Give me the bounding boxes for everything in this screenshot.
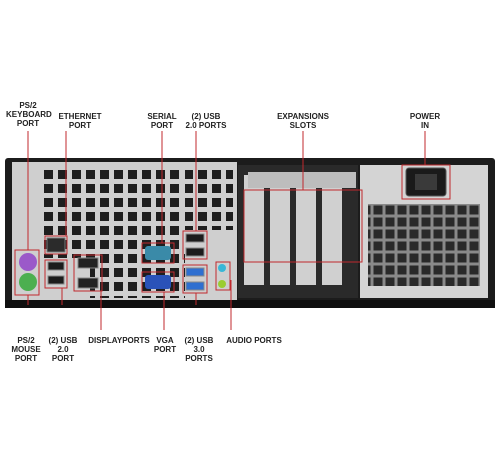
usb20-port-a[interactable]: [47, 261, 65, 271]
audio-port-line-out[interactable]: [218, 280, 226, 288]
callout-ps2-box: [14, 249, 40, 296]
label-ethernet-port: ETHERNET PORT: [58, 112, 102, 130]
ps2-mouse-port[interactable]: [19, 273, 37, 291]
callout-usb30-box: [182, 264, 208, 294]
label-vga-port: VGA PORT: [153, 336, 177, 354]
label-audio-ports: AUDIO PORTS: [226, 336, 282, 345]
label-usb20-bottom: (2) USB 2.0 PORT: [48, 336, 78, 363]
callout-audio-box: [215, 261, 231, 291]
usb20-port-b[interactable]: [47, 275, 65, 285]
serial-port[interactable]: [145, 246, 171, 260]
usb30-port-b[interactable]: [185, 281, 205, 291]
usb30-port-a[interactable]: [185, 267, 205, 277]
label-displayports: DISPLAYPORTS: [88, 336, 150, 345]
callout-usb20-bottom-box: [44, 259, 68, 289]
callout-displayports-box: [73, 254, 103, 292]
ps2-keyboard-port[interactable]: [19, 253, 37, 271]
label-usb30-ports: (2) USB 3.0 PORTS: [184, 336, 214, 363]
label-ps2-mouse-port: PS/2 MOUSE PORT: [11, 336, 41, 363]
callout-vga-box: [141, 271, 175, 293]
displayport-1[interactable]: [77, 257, 99, 269]
label-usb20-top: (2) USB 2.0 PORTS: [185, 112, 227, 130]
label-power-in: POWER IN: [409, 112, 441, 130]
label-serial-port: SERIAL PORT: [147, 112, 177, 130]
audio-port-line-in[interactable]: [218, 264, 226, 272]
label-ps2-keyboard-port: PS/2 KEYBOARD PORT: [6, 101, 52, 128]
callouts: [14, 131, 451, 330]
callout-ethernet-box: [44, 235, 68, 255]
callout-power-box: [401, 164, 451, 200]
vga-port[interactable]: [145, 275, 171, 289]
callout-usb20-top-box: [182, 230, 208, 260]
usb20-top-port-a[interactable]: [185, 233, 205, 243]
fan-grille: [368, 204, 480, 286]
ethernet-port[interactable]: [46, 237, 66, 253]
displayport-2[interactable]: [77, 277, 99, 289]
label-expansion-slots: EXPANSIONS SLOTS: [277, 112, 329, 130]
usb20-top-port-b[interactable]: [185, 247, 205, 257]
callout-serial-box: [141, 242, 175, 264]
